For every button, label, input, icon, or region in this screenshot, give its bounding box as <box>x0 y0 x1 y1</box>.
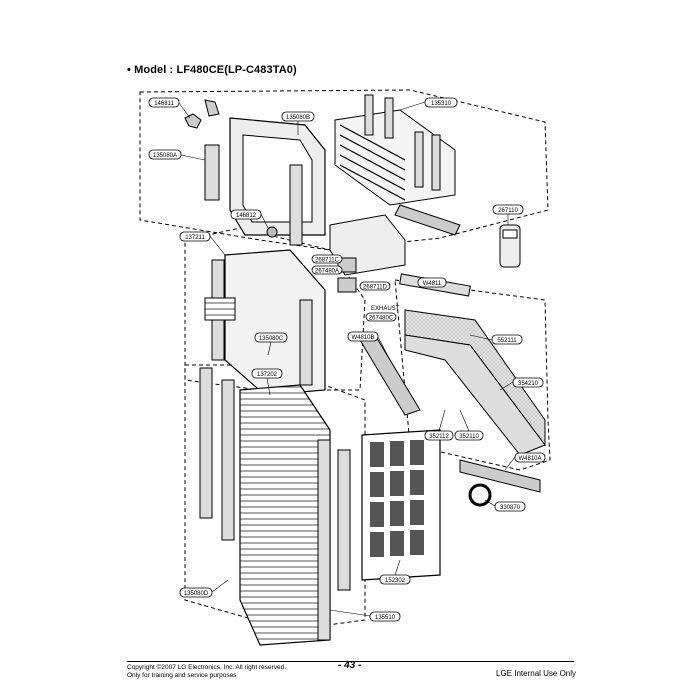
svg-text:152302: 152302 <box>385 578 406 584</box>
middle-front-panel <box>204 249 326 396</box>
svg-text:268711D: 268711D <box>363 285 388 291</box>
callout-135080c: 135080C <box>254 332 288 343</box>
part-callouts: 146811 135080B 135080A 135310 146812 267… <box>148 97 546 622</box>
svg-text:135310: 135310 <box>431 101 452 107</box>
callout-267110: 267110 <box>492 204 524 215</box>
callout-267480c: 267480C <box>365 312 397 322</box>
leader-lines <box>178 101 516 617</box>
control-box <box>329 214 406 293</box>
callout-w4810b: W4810B <box>347 331 379 342</box>
svg-text:135080B: 135080B <box>286 115 310 121</box>
page-number: - 43 - <box>338 660 362 671</box>
callout-135080d: 135080D <box>179 587 213 598</box>
callout-152302: 152302 <box>379 574 411 585</box>
lower-grille-panel <box>199 367 351 646</box>
svg-text:352110: 352110 <box>459 434 479 440</box>
callout-135510: 135510 <box>369 611 401 622</box>
air-filter <box>361 429 441 581</box>
callout-267480a: 267480A <box>311 265 343 275</box>
svg-text:137211: 137211 <box>185 235 205 241</box>
svg-text:137202: 137202 <box>257 372 278 378</box>
svg-text:354210: 354210 <box>518 381 539 387</box>
svg-text:135080C: 135080C <box>259 336 284 342</box>
svg-text:267480C: 267480C <box>369 316 394 322</box>
callout-w4810a: W4810A <box>514 452 546 463</box>
callout-w4811: W4811 <box>417 277 447 288</box>
callout-146811: 146811 <box>148 97 180 108</box>
svg-text:267110: 267110 <box>498 208 518 214</box>
internal-use-notice: LGE Internal Use Only <box>496 669 577 678</box>
upper-frame-assembly <box>184 99 326 246</box>
copyright-notice: Copyright ©2007 LG Electronics. Inc. All… <box>127 664 286 680</box>
copyright-line-2: Only for training and service purposes <box>127 672 237 679</box>
svg-text:268711C: 268711C <box>315 258 340 264</box>
remote-control <box>499 224 521 268</box>
svg-text:352112: 352112 <box>429 434 449 440</box>
callout-352112: 352112 <box>424 430 454 441</box>
svg-text:W4810A: W4810A <box>518 456 541 462</box>
callout-135080b: 135080B <box>281 111 315 122</box>
callout-330870: 330870 <box>494 501 526 512</box>
callout-135080a: 135080A <box>148 149 182 160</box>
callout-137202: 137202 <box>251 368 283 379</box>
footer-rule <box>127 661 574 662</box>
callout-268711d: 268711D <box>359 281 391 291</box>
svg-text:552111: 552111 <box>497 338 517 344</box>
callout-137211: 137211 <box>179 231 211 242</box>
callout-135310: 135310 <box>424 97 458 108</box>
callout-354210: 354210 <box>512 377 544 388</box>
svg-text:146811: 146811 <box>154 101 174 107</box>
svg-text:146812: 146812 <box>236 213 257 219</box>
vane-rack <box>334 94 461 236</box>
copyright-line-1: Copyright ©2007 LG Electronics. Inc. All… <box>127 664 287 671</box>
svg-text:135080A: 135080A <box>153 153 177 159</box>
svg-text:W4810B: W4810B <box>351 335 374 341</box>
callout-146812: 146812 <box>230 209 262 220</box>
callout-268711c: 268711C <box>311 254 343 264</box>
svg-text:330870: 330870 <box>500 505 521 511</box>
svg-text:135080D: 135080D <box>184 591 209 597</box>
svg-text:W4811: W4811 <box>423 281 442 287</box>
exhaust-label: EXHAUST <box>371 306 400 312</box>
callout-352110: 352110 <box>454 430 484 441</box>
model-title: • Model : LF480CE(LP-C483TA0) <box>127 64 297 76</box>
callout-552111: 552111 <box>491 334 523 345</box>
svg-text:135510: 135510 <box>375 615 396 621</box>
svg-text:267480A: 267480A <box>315 269 339 275</box>
